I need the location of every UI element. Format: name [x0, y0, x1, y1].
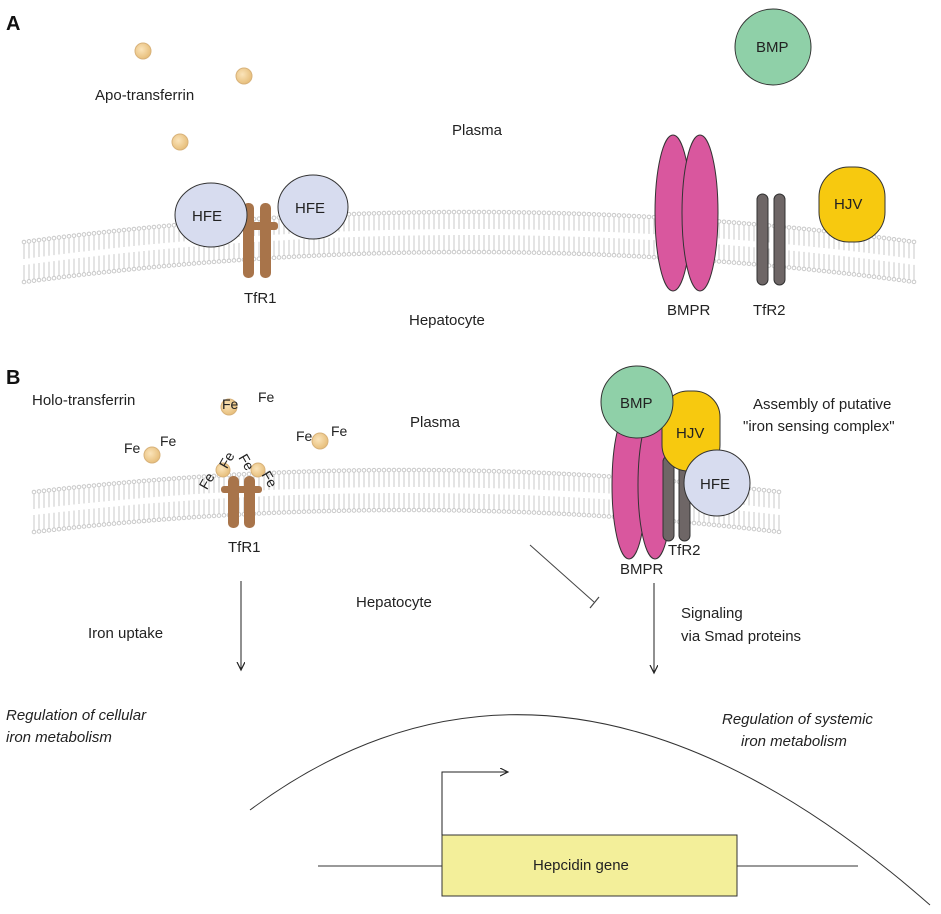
bmp-label-a: BMP — [756, 39, 789, 56]
tfr1-label-a: TfR1 — [244, 290, 277, 307]
bmpr-receptor-a — [654, 134, 719, 292]
fe-label-bound: Fe — [259, 468, 281, 490]
reg-systemic-line2: iron metabolism — [741, 733, 847, 750]
holo-transferrin-molecule: Fe Fe — [124, 433, 177, 464]
bmp-ligand-b — [600, 365, 674, 439]
signaling-label-line2: via Smad proteins — [681, 628, 801, 645]
hepcidin-gene-box — [441, 834, 738, 897]
transcription-start-arrow — [441, 772, 508, 835]
assembly-label-line2: "iron sensing complex" — [743, 418, 895, 435]
fe-label: Fe — [222, 396, 239, 412]
panel-a-letter: A — [6, 13, 20, 35]
hfe-label-right: HFE — [295, 200, 325, 217]
hfe-protein-b — [683, 449, 751, 517]
holo-transferrin-label: Holo-transferrin — [32, 392, 135, 409]
tfr1-label-b: TfR1 — [228, 539, 261, 556]
hfe-label-left: HFE — [192, 208, 222, 225]
fe-label: Fe — [160, 433, 177, 449]
hjv-label-a: HJV — [834, 196, 862, 213]
panel-b-letter: B — [6, 367, 20, 389]
apo-transferrin-ball — [235, 67, 253, 85]
reg-systemic-line1: Regulation of systemic — [722, 711, 873, 728]
fe-label-bound: Fe — [216, 449, 238, 471]
iron-uptake-label: Iron uptake — [88, 625, 163, 642]
hjv-protein-a — [818, 166, 886, 243]
fe-label: Fe — [124, 440, 141, 456]
tfr2-label-b: TfR2 — [668, 542, 701, 559]
tfr1-receptor-b — [215, 462, 266, 528]
assembly-label-line1: Assembly of putative — [753, 396, 891, 413]
signaling-label-line1: Signaling — [681, 605, 743, 622]
apo-transferrin-label: Apo-transferrin — [95, 87, 194, 104]
bmpr-label-a: BMPR — [667, 302, 711, 319]
hfe-label-b: HFE — [700, 476, 730, 493]
hepatocyte-label-b: Hepatocyte — [356, 594, 432, 611]
fe-label-bound: Fe — [236, 451, 258, 473]
tfr2-label-a: TfR2 — [753, 302, 786, 319]
apo-transferrin-ball — [171, 133, 189, 151]
bmp-label-b: BMP — [620, 395, 653, 412]
hepcidin-gene-label: Hepcidin gene — [533, 857, 629, 874]
holo-transferrin-molecule: Fe Fe — [220, 389, 275, 416]
nucleus-membrane-arc — [249, 714, 931, 906]
reg-cellular-line1: Regulation of cellular — [6, 707, 147, 724]
plasma-label-a: Plasma — [452, 122, 503, 139]
hepatocyte-label-a: Hepatocyte — [409, 312, 485, 329]
tfr2-receptor-b — [662, 455, 691, 542]
plasma-label-b: Plasma — [410, 414, 461, 431]
bmpr-label-b: BMPR — [620, 561, 664, 578]
fe-label: Fe — [258, 389, 275, 405]
fe-label-bound: Fe — [196, 470, 218, 492]
bmp-ligand-a — [734, 8, 812, 86]
apo-transferrin-molecules — [134, 42, 253, 151]
fe-label: Fe — [296, 428, 313, 444]
reg-cellular-line2: iron metabolism — [6, 729, 112, 746]
holo-transferrin-molecule: Fe Fe — [296, 423, 348, 450]
fe-label: Fe — [331, 423, 348, 439]
tfr2-receptor-a — [756, 193, 786, 286]
hjv-label-b: HJV — [676, 425, 704, 442]
hfe-protein-left — [174, 182, 248, 248]
hfe-protein-right — [277, 174, 349, 240]
apo-transferrin-ball — [134, 42, 152, 60]
inhibition-line — [529, 544, 600, 609]
